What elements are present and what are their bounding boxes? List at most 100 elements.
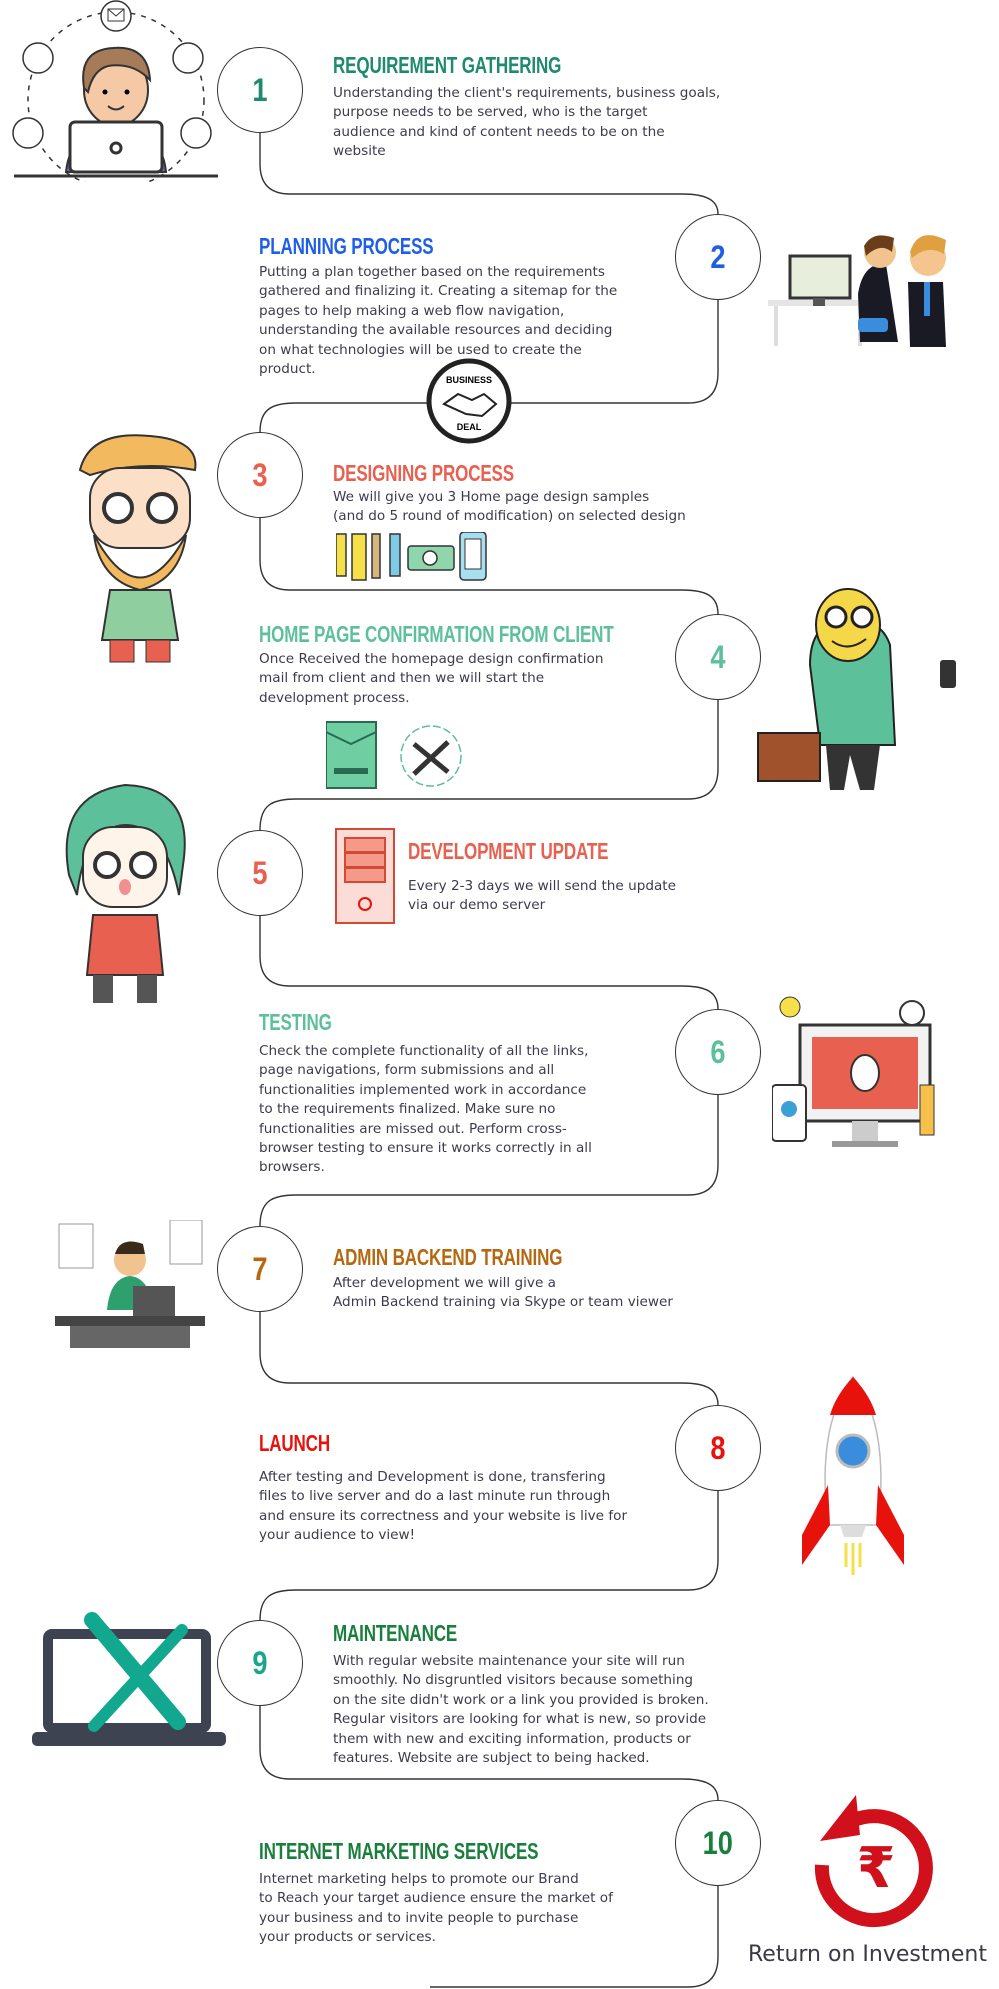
thumbs-up-icon — [22, 42, 54, 74]
brush-icon — [371, 533, 381, 579]
step-description: Internet marketing helps to promote our … — [259, 1870, 613, 1948]
step-number-circle: 5 — [217, 830, 303, 916]
step-description-line: (and do 5 round of modification) on sele… — [333, 508, 686, 525]
step-description-line: Admin Backend training via Skype or team… — [333, 1294, 673, 1311]
step-number: 7 — [252, 1250, 268, 1287]
admin-training-illustration — [55, 1220, 205, 1348]
step-description-line: browser testing to ensure it works corre… — [259, 1139, 592, 1156]
step-number: 3 — [252, 456, 268, 493]
step-title: INTERNET MARKETING SERVICES — [259, 1838, 539, 1864]
step-title: HOME PAGE CONFIRMATION FROM CLIENT — [259, 621, 614, 647]
step-description-line: your products or services. — [259, 1929, 436, 1946]
step-description-line: Understanding the client's requirements,… — [333, 85, 721, 101]
step-description: Once Received the homepage design confir… — [259, 650, 603, 708]
step-description-line: audience and kind of content needs to be… — [333, 123, 665, 140]
step-number-circle: 1 — [217, 47, 303, 133]
developer-girl-illustration — [65, 783, 186, 1003]
badge-bottom-text: DEAL — [457, 422, 482, 432]
server-icon — [335, 828, 395, 924]
step-number-circle: 10 — [675, 1800, 761, 1886]
step-description-line: After development we will give a — [333, 1275, 556, 1291]
briefcase-icon — [757, 732, 821, 782]
step-title: DEVELOPMENT UPDATE — [408, 838, 609, 864]
requirement-gathering-illustration — [12, 0, 218, 182]
step-number-circle: 9 — [217, 1620, 303, 1706]
user-icon — [12, 117, 44, 149]
bug-icon — [850, 1054, 880, 1092]
handshake-icon — [442, 392, 498, 418]
step-description-line: After testing and Development is done, t… — [259, 1469, 606, 1485]
step-title: REQUIREMENT GATHERING — [333, 52, 562, 78]
step-description-line: your audience to view! — [259, 1527, 416, 1544]
step-description-line: website — [333, 143, 386, 160]
client-confirmation-illustration — [757, 588, 956, 790]
user-icon — [180, 117, 212, 149]
step-title: ADMIN BACKEND TRAINING — [333, 1244, 563, 1270]
step-description-line: functionalities are missed out. Perform … — [259, 1120, 567, 1137]
step-description-line: pages to help making a web flow navigati… — [259, 302, 565, 319]
step-description: Every 2-3 days we will send the update vi… — [408, 877, 676, 916]
step-description-line: product. — [259, 360, 316, 377]
step-description-line: smoothly. No disgruntled visitors becaus… — [333, 1672, 694, 1689]
ruler-icon — [351, 533, 367, 581]
step-description-line: them with new and exciting information, … — [333, 1730, 691, 1747]
step-description-line: on what technologies will be used to cre… — [259, 341, 582, 358]
step-description-line: files to live server and do a last minut… — [259, 1488, 611, 1505]
planning-team-illustration — [768, 235, 946, 347]
step-title: LAUNCH — [259, 1430, 330, 1456]
screwdriver-icon — [88, 1624, 188, 1732]
step-description: Putting a plan together based on the req… — [259, 263, 617, 379]
step-description-line: gathered and finalizing it. Creating a s… — [259, 283, 618, 300]
return-on-investment-icon: ₹ — [814, 1795, 933, 1928]
step-description-line: Every 2-3 days we will send the update — [408, 878, 676, 894]
step-description: After development we will give a Admin Ba… — [333, 1274, 673, 1313]
approval-icons — [326, 721, 462, 789]
step-description-line: to the requirements finalized. Make sure… — [259, 1101, 556, 1118]
svg-text:₹: ₹ — [857, 1836, 896, 1901]
chat-icon — [172, 42, 204, 74]
maintenance-laptop-illustration — [32, 1612, 226, 1746]
step-description-line: Putting a plan together based on the req… — [259, 264, 605, 280]
step-number: 2 — [710, 238, 726, 275]
step-description-line: on the site didn't work or a link you pr… — [333, 1691, 709, 1708]
design-tools-icons — [336, 532, 487, 581]
step-number: 5 — [252, 854, 268, 891]
step-description-line: features. Website are subject to being h… — [333, 1749, 650, 1766]
step-number-circle: 4 — [675, 614, 761, 700]
step-number-circle: 8 — [675, 1405, 761, 1491]
step-description-line: page navigations, form submissions and a… — [259, 1062, 555, 1079]
step-number: 9 — [252, 1644, 268, 1681]
business-deal-badge: BUSINESS DEAL — [426, 358, 512, 444]
step-description-line: browsers. — [259, 1159, 325, 1176]
step-description-line: Check the complete functionality of all … — [259, 1043, 589, 1059]
step-description-line: Once Received the homepage design confir… — [259, 651, 604, 667]
document-icon — [326, 721, 377, 789]
step-description-line: functionalities implemented work in acco… — [259, 1081, 587, 1098]
step-description: Check the complete functionality of all … — [259, 1042, 592, 1178]
step-description: Understanding the client's requirements,… — [333, 84, 720, 162]
step-title: PLANNING PROCESS — [259, 233, 434, 259]
return-on-investment-label: Return on Investment — [748, 1942, 988, 1967]
step-description-line: purpose needs to be served, who is the t… — [333, 104, 648, 121]
step-description-line: understanding the available resources an… — [259, 322, 613, 339]
step-description-line: via our demo server — [408, 897, 546, 914]
step-title: MAINTENANCE — [333, 1620, 458, 1646]
wrench-icon — [84, 1612, 186, 1730]
step-description: After testing and Development is done, t… — [259, 1468, 627, 1546]
step-description-line: and ensure its correctness and your webs… — [259, 1507, 628, 1524]
step-description-line: Regular visitors are looking for what is… — [333, 1711, 707, 1728]
step-number-circle: 6 — [675, 1009, 761, 1095]
step-description-line: We will give you 3 Home page design samp… — [333, 489, 650, 505]
designer-illustration — [78, 434, 197, 663]
testing-illustration — [772, 996, 935, 1147]
step-description-line: Internet marketing helps to promote our … — [259, 1871, 579, 1887]
step-number-circle: 7 — [217, 1226, 303, 1312]
pen-icon — [389, 533, 401, 577]
step-number: 4 — [710, 638, 726, 675]
pencil-icon — [336, 533, 347, 577]
step-number-circle: 2 — [675, 214, 761, 300]
step-number-circle: 3 — [217, 432, 303, 518]
step-title: TESTING — [259, 1009, 332, 1035]
step-number: 8 — [710, 1429, 726, 1466]
